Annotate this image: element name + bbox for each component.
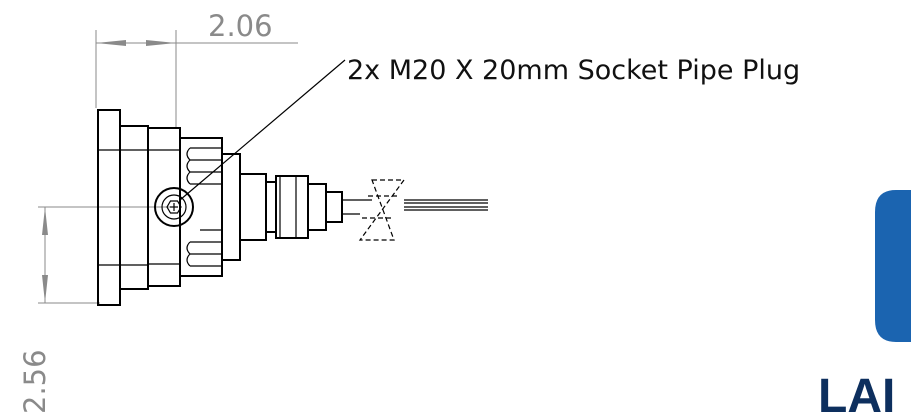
logo-mark [875, 190, 911, 342]
gland-fins [186, 147, 241, 267]
dim-arrow-bottom [42, 275, 48, 303]
horizontal-dimension: 2.06 [95, 9, 298, 128]
cable-gland [239, 173, 343, 241]
cable [342, 179, 488, 241]
dim-arrow-left [96, 40, 126, 46]
vertical-dimension-value: 2.56 [18, 349, 52, 414]
cable-break-hidden-lines [358, 179, 406, 241]
horizontal-dimension-value: 2.06 [208, 9, 273, 43]
callout-label: 2x M20 X 20mm Socket Pipe Plug [347, 55, 800, 86]
socket-pipe-plug [154, 187, 194, 227]
logo-text: LAI [818, 370, 895, 420]
vertical-dimension: 2.56 [18, 206, 176, 414]
dim-arrow-top [42, 207, 48, 235]
callout-leader [179, 59, 346, 201]
company-logo: LAI [818, 190, 911, 420]
dim-arrow-right [146, 40, 176, 46]
